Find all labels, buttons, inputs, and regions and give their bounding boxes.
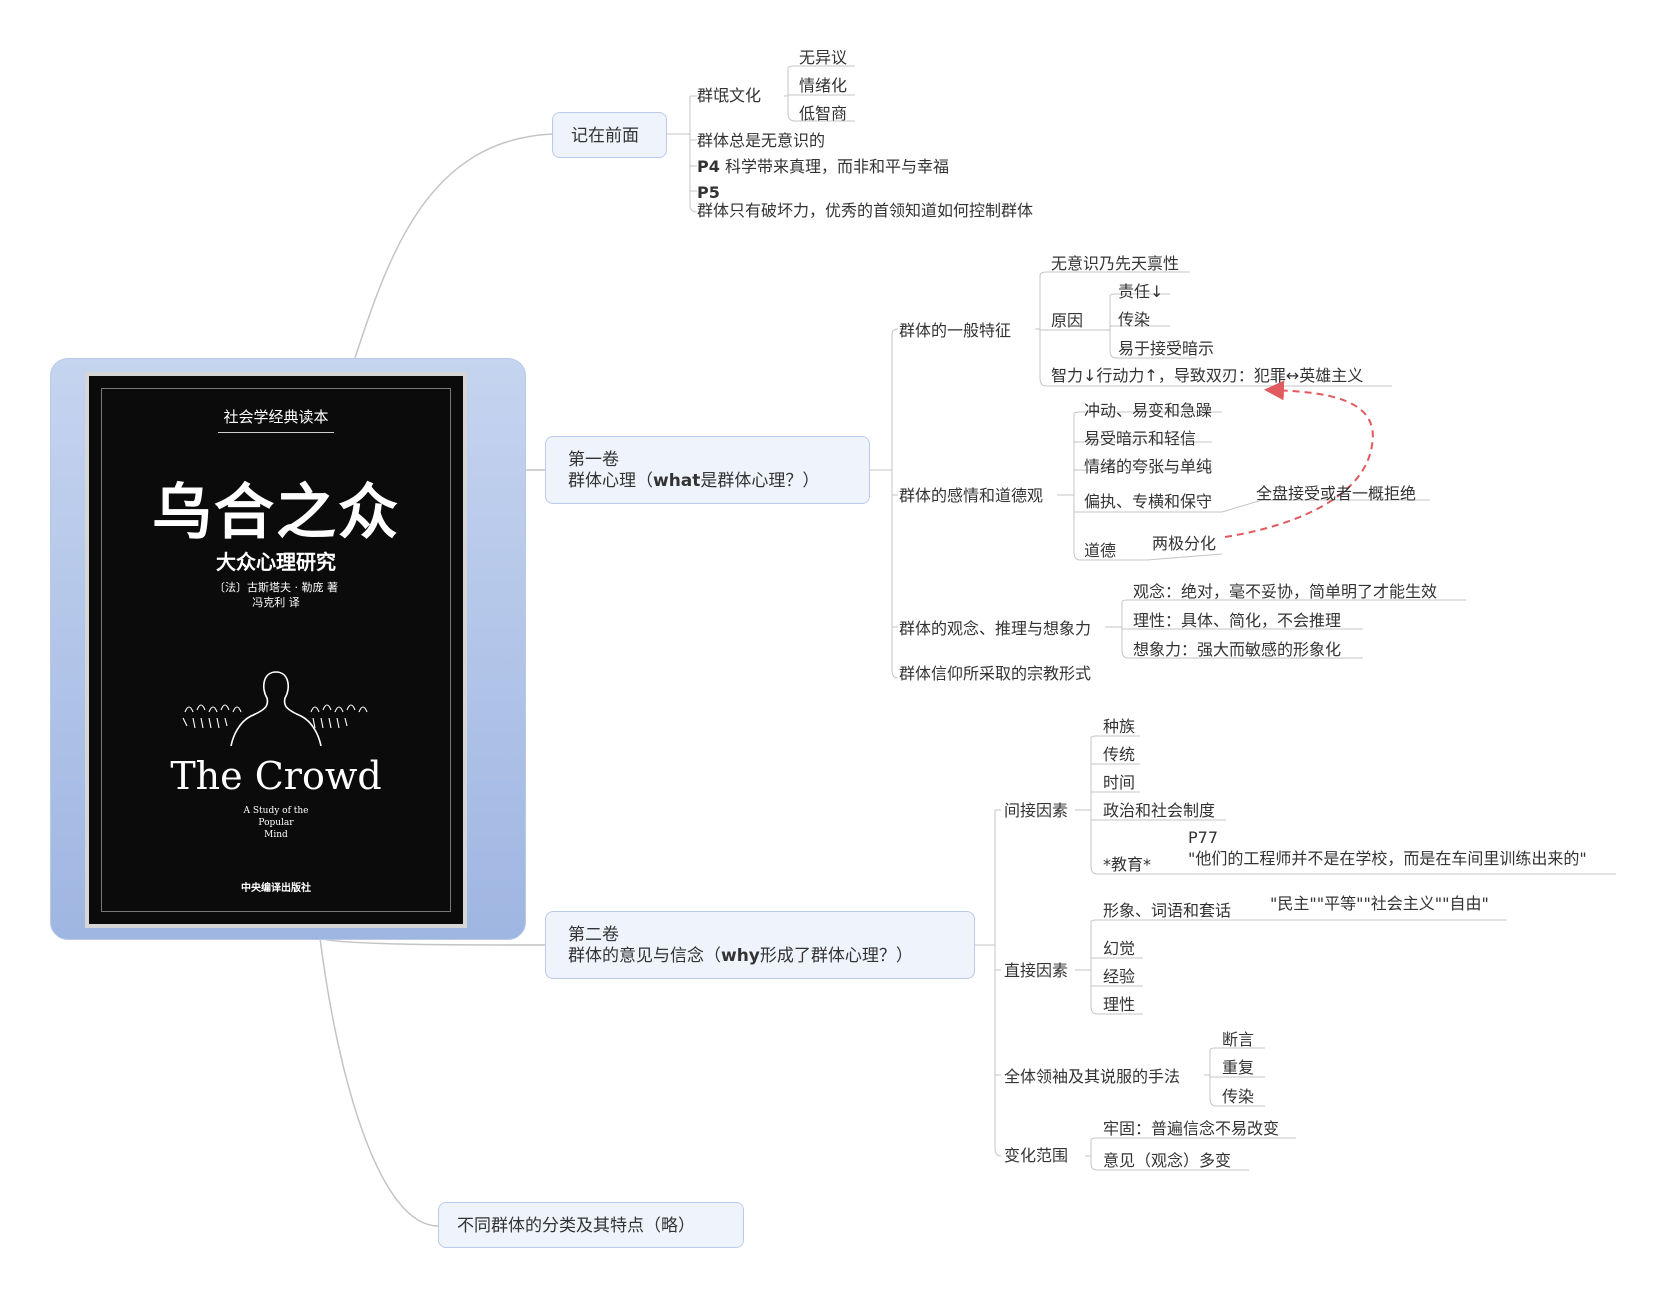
topic-leader-item-1[interactable]: 断言 bbox=[1222, 1030, 1255, 1049]
cover-title-en: The Crowd bbox=[170, 754, 382, 798]
link-center-types bbox=[319, 937, 439, 1227]
topic-direct-item-1[interactable]: 幻觉 bbox=[1103, 939, 1136, 958]
branch-vol1-line2: 群体心理（what是群体心理？） bbox=[568, 471, 820, 491]
topic-p77-tag[interactable]: P77 bbox=[1188, 828, 1219, 847]
topic-change[interactable]: 变化范围 bbox=[1004, 1146, 1069, 1165]
topic-indirect[interactable]: 间接因素 bbox=[1004, 801, 1069, 820]
topic-ideas-item-2[interactable]: 理性：具体、简化，不会推理 bbox=[1133, 611, 1342, 630]
topic-direct[interactable]: 直接因素 bbox=[1004, 961, 1069, 980]
cover-author: 〔法〕古斯塔夫 · 勒庞 著 bbox=[214, 581, 338, 594]
link-center-preface bbox=[354, 133, 553, 359]
topic-indirect-item-2[interactable]: 传统 bbox=[1103, 745, 1136, 764]
topic-mob-item-3[interactable]: 低智商 bbox=[799, 104, 848, 123]
branch-vol1[interactable]: 第一卷 群体心理（what是群体心理？） bbox=[545, 436, 870, 504]
topic-leader-item-3[interactable]: 传染 bbox=[1222, 1087, 1255, 1106]
topic-direct-item-2[interactable]: 经验 bbox=[1103, 967, 1136, 986]
branch-vol2-line1: 第二卷 bbox=[568, 925, 619, 945]
cover-series: 社会学经典读本 bbox=[223, 408, 329, 426]
topic-mob-item-1[interactable]: 无异议 bbox=[799, 48, 848, 67]
topic-indirect-item-1[interactable]: 种族 bbox=[1103, 717, 1136, 736]
topic-unconscious[interactable]: 群体总是无意识的 bbox=[697, 131, 826, 150]
topic-religion[interactable]: 群体信仰所采取的宗教形式 bbox=[899, 664, 1092, 683]
branch-vol2[interactable]: 第二卷 群体的意见与信念（why形成了群体心理？） bbox=[545, 911, 975, 979]
topic-indirect-item-4[interactable]: 政治和社会制度 bbox=[1103, 801, 1216, 820]
topic-images-words[interactable]: 形象、词语和套话 bbox=[1103, 901, 1232, 920]
topic-cause[interactable]: 原因 bbox=[1051, 311, 1084, 330]
topic-ideas-item-3[interactable]: 想象力：强大而敏感的形象化 bbox=[1133, 640, 1342, 659]
topic-p4-text: 科学带来真理，而非和平与幸福 bbox=[724, 157, 949, 176]
topic-indirect-item-3[interactable]: 时间 bbox=[1103, 773, 1136, 792]
branch-crowd-types-label: 不同群体的分类及其特点（略） bbox=[457, 1216, 695, 1236]
topic-accept-all[interactable]: 全盘接受或者一概拒绝 bbox=[1256, 484, 1417, 503]
branch-preface[interactable]: 记在前面 bbox=[552, 112, 667, 158]
topic-p5-tag[interactable]: P5 bbox=[697, 183, 720, 202]
topic-change-item-1[interactable]: 牢固：普遍信念不易改变 bbox=[1103, 1119, 1280, 1138]
book-cover-image: 社会学经典读本 乌合之众 大众心理研究 〔法〕古斯塔夫 · 勒庞 著 冯克利 译… bbox=[85, 372, 467, 928]
cover-subtitle-en-2: Popular bbox=[258, 818, 294, 828]
relation-arrow bbox=[1224, 380, 1374, 538]
topic-polarize[interactable]: 两极分化 bbox=[1152, 534, 1217, 553]
topic-direct-item-3[interactable]: 理性 bbox=[1103, 995, 1136, 1014]
cover-subtitle-en-1: A Study of the bbox=[243, 806, 309, 816]
topic-ideas[interactable]: 群体的观念、推理与想象力 bbox=[899, 619, 1092, 638]
crowd-illustration bbox=[182, 671, 368, 746]
link-center-vol2 bbox=[319, 937, 546, 946]
topic-mob-item-2[interactable]: 情绪化 bbox=[799, 76, 848, 95]
branch-vol1-line1: 第一卷 bbox=[568, 450, 619, 470]
topic-education[interactable]: *教育* bbox=[1103, 855, 1152, 874]
topic-leader-item-2[interactable]: 重复 bbox=[1222, 1058, 1255, 1077]
topic-emotion-item-1[interactable]: 冲动、易变和急躁 bbox=[1084, 401, 1213, 420]
branch-crowd-types[interactable]: 不同群体的分类及其特点（略） bbox=[438, 1202, 744, 1248]
topic-p5-text[interactable]: 群体只有破坏力，优秀的首领知道如何控制群体 bbox=[697, 201, 1034, 220]
cover-subtitle-zh: 大众心理研究 bbox=[216, 550, 336, 574]
topic-ideas-item-1[interactable]: 观念：绝对，毫不妥协，简单明了才能生效 bbox=[1133, 582, 1438, 601]
topic-innate[interactable]: 无意识乃先天禀性 bbox=[1051, 254, 1180, 273]
cover-translator: 冯克利 译 bbox=[252, 596, 300, 609]
topic-morality[interactable]: 道德 bbox=[1084, 541, 1117, 560]
cover-subtitle-en-3: Mind bbox=[264, 830, 288, 840]
cover-publisher: 中央编译出版社 bbox=[241, 883, 311, 894]
topic-p77-quote[interactable]: "他们的工程师并不是在学校，而是在车间里训练出来的" bbox=[1188, 849, 1587, 868]
cover-inner-border bbox=[101, 388, 451, 912]
topic-leaders[interactable]: 全体领袖及其说服的手法 bbox=[1004, 1067, 1181, 1086]
branch-preface-label: 记在前面 bbox=[571, 126, 639, 146]
topic-cause-item-3[interactable]: 易于接受暗示 bbox=[1118, 339, 1215, 358]
topic-p4-tag: P4 bbox=[697, 157, 720, 176]
topic-general-features[interactable]: 群体的一般特征 bbox=[899, 321, 1012, 340]
topic-change-item-2[interactable]: 意见（观念）多变 bbox=[1103, 1151, 1232, 1170]
branch-vol2-line2: 群体的意见与信念（why形成了群体心理？） bbox=[568, 946, 913, 966]
topic-cause-item-2[interactable]: 传染 bbox=[1118, 310, 1151, 329]
topic-cause-item-1[interactable]: 责任↓ bbox=[1118, 282, 1164, 301]
topic-emotion[interactable]: 群体的感情和道德观 bbox=[899, 486, 1044, 505]
topic-emotion-item-2[interactable]: 易受暗示和轻信 bbox=[1084, 429, 1197, 448]
topic-emotion-item-4[interactable]: 偏执、专横和保守 bbox=[1084, 492, 1213, 511]
topic-slogans[interactable]: "民主""平等""社会主义""自由" bbox=[1270, 894, 1489, 913]
topic-emotion-item-3[interactable]: 情绪的夸张与单纯 bbox=[1084, 457, 1213, 476]
cover-title-zh: 乌合之众 bbox=[152, 478, 400, 548]
topic-mob-culture[interactable]: 群氓文化 bbox=[697, 86, 762, 105]
cover-series-rule bbox=[218, 432, 334, 433]
topic-intelligence[interactable]: 智力↓行动力↑，导致双刃：犯罪↔英雄主义 bbox=[1051, 366, 1364, 385]
topic-p4[interactable]: P4 科学带来真理，而非和平与幸福 bbox=[697, 157, 949, 177]
